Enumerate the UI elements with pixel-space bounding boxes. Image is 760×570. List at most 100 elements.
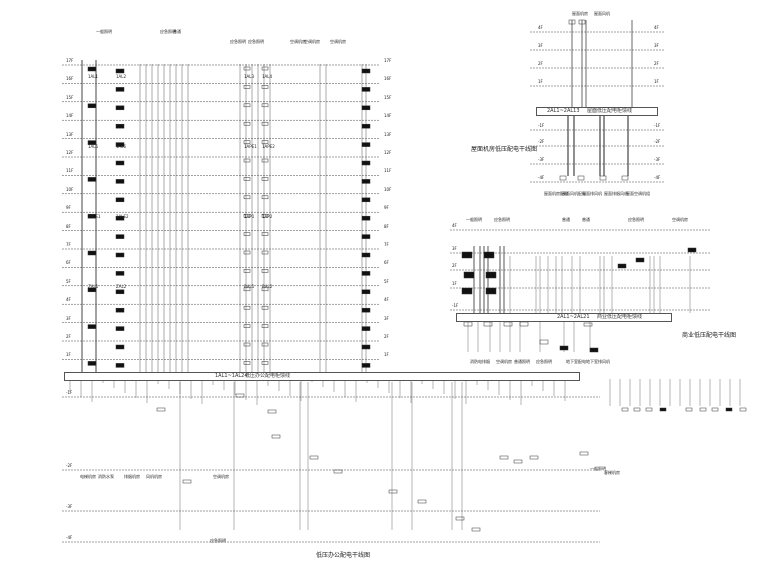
basement-box: [471, 527, 481, 532]
basement-box: [333, 469, 343, 474]
commercial-floor-label: 3F: [452, 246, 457, 251]
distribution-box: [243, 195, 251, 200]
top-label: 空调机房: [330, 39, 346, 44]
distribution-box: [261, 232, 269, 236]
roof-bottom-box: [577, 175, 585, 181]
floor-label-right: 13F: [384, 131, 392, 137]
distribution-box: [115, 123, 125, 129]
basement-label: 客梯机房: [604, 470, 620, 475]
distribution-box: [243, 324, 251, 328]
commercial-feeder-bus: 2AL1~2AL21 商业低压配电柜馈线: [456, 313, 672, 322]
right-feeder-box: [659, 407, 667, 412]
basement-box: [529, 455, 539, 460]
distribution-box: [115, 197, 125, 203]
commercial-lower-box: [539, 339, 549, 345]
commercial-floor-label: 4F: [452, 223, 457, 228]
distribution-box: [115, 160, 125, 166]
distribution-box: [87, 103, 97, 109]
roof-floor-left: -3F: [538, 157, 545, 162]
roof-bus-note: 屋面低压配电柜馈线: [587, 108, 633, 114]
distribution-box: [115, 142, 125, 147]
distribution-box: [261, 195, 269, 200]
distribution-box: [87, 324, 97, 329]
distribution-box: [261, 269, 269, 273]
roof-top-box: [568, 19, 576, 25]
distribution-box: [361, 344, 371, 350]
commercial-bottom-label: 地下室配电: [566, 359, 586, 364]
distribution-box: [115, 215, 125, 221]
roof-top-label: 屋面风机: [594, 11, 610, 16]
basement-box: [235, 393, 245, 398]
main-diagram-title: 低压办公配电干线图: [316, 552, 371, 559]
commercial-bottom-label: 排烟: [482, 359, 490, 364]
box-label: 1AP2: [262, 214, 273, 219]
distribution-box: [361, 271, 371, 276]
roof-floor-right: 4F: [654, 25, 659, 30]
distribution-box: [243, 121, 251, 126]
distribution-box: [261, 305, 269, 310]
distribution-box: [361, 326, 371, 331]
commercial-box: [461, 287, 473, 295]
commercial-box: [461, 251, 473, 259]
box-label: 1AL5: [88, 144, 99, 149]
floor-label-left: 10F: [66, 186, 74, 192]
floor-label-left: 9F: [66, 205, 71, 211]
box-label: BAL2: [262, 284, 273, 289]
commercial-top-label: 一般照明: [466, 217, 482, 222]
commercial-bottom-label: 地下室排风机: [586, 359, 610, 364]
distribution-box: [261, 140, 269, 144]
commercial-top-label: 应急照明: [494, 217, 510, 222]
commercial-floor-label: -1F: [452, 303, 459, 308]
floor-label-left: 4F: [66, 297, 71, 303]
roof-feeder-bus: 2AL1~2AL13 屋面低压配电柜馈线: [536, 107, 658, 116]
distribution-box: [361, 87, 371, 92]
commercial-lower-box: [559, 345, 569, 351]
right-feeder-box: [645, 407, 653, 412]
distribution-box: [361, 105, 371, 111]
distribution-box: [243, 342, 251, 347]
distribution-box: [243, 213, 251, 218]
distribution-box: [243, 361, 251, 365]
commercial-bottom-label: 消防电: [470, 359, 482, 364]
distribution-box: [361, 68, 371, 74]
basement-box: [579, 451, 589, 456]
distribution-box: [243, 85, 251, 89]
distribution-box: [243, 177, 251, 181]
distribution-box: [115, 68, 125, 74]
distribution-box: [115, 363, 125, 368]
floor-label-left: 6F: [66, 260, 71, 266]
basement-label: 一般照明: [590, 466, 606, 471]
roof-floor-left: 3F: [538, 43, 543, 48]
distribution-box: [261, 250, 269, 255]
basement-label: 排烟机房: [124, 474, 140, 479]
main-bus-note: 低压办公配电柜馈线: [245, 373, 291, 379]
distribution-box: [243, 250, 251, 255]
floor-label-left: 3F: [66, 315, 71, 321]
floor-label-left: 7F: [66, 242, 71, 247]
commercial-box: [485, 287, 497, 295]
distribution-box: [115, 87, 125, 92]
basement-label: 电梯机房: [80, 474, 96, 479]
roof-floor-left: -2F: [538, 139, 545, 144]
basement-box: [417, 499, 427, 504]
roof-bottom-label: 屋面风机配电: [562, 191, 586, 196]
floor-label-right: 14F: [384, 113, 392, 119]
box-label: 1AL2: [116, 74, 127, 79]
commercial-box: [485, 271, 497, 279]
distribution-box: [87, 287, 97, 293]
box-label: 1AL3: [244, 74, 255, 79]
top-label: 应急照明: [248, 39, 264, 44]
box-label: 1ALE1: [88, 214, 101, 219]
right-feeder-box: [711, 407, 719, 412]
distribution-box: [261, 85, 269, 89]
distribution-box: [243, 287, 251, 292]
box-label: 1AP1: [244, 214, 255, 219]
right-feeder-box: [621, 407, 629, 412]
basement-label: 空调机房: [213, 474, 229, 479]
floor-label-left: 12F: [66, 150, 74, 155]
distribution-box: [261, 177, 269, 181]
floor-label-right: 16F: [384, 76, 392, 82]
top-label: 一般照明: [96, 29, 112, 34]
commercial-floor-label: 1F: [452, 281, 457, 286]
